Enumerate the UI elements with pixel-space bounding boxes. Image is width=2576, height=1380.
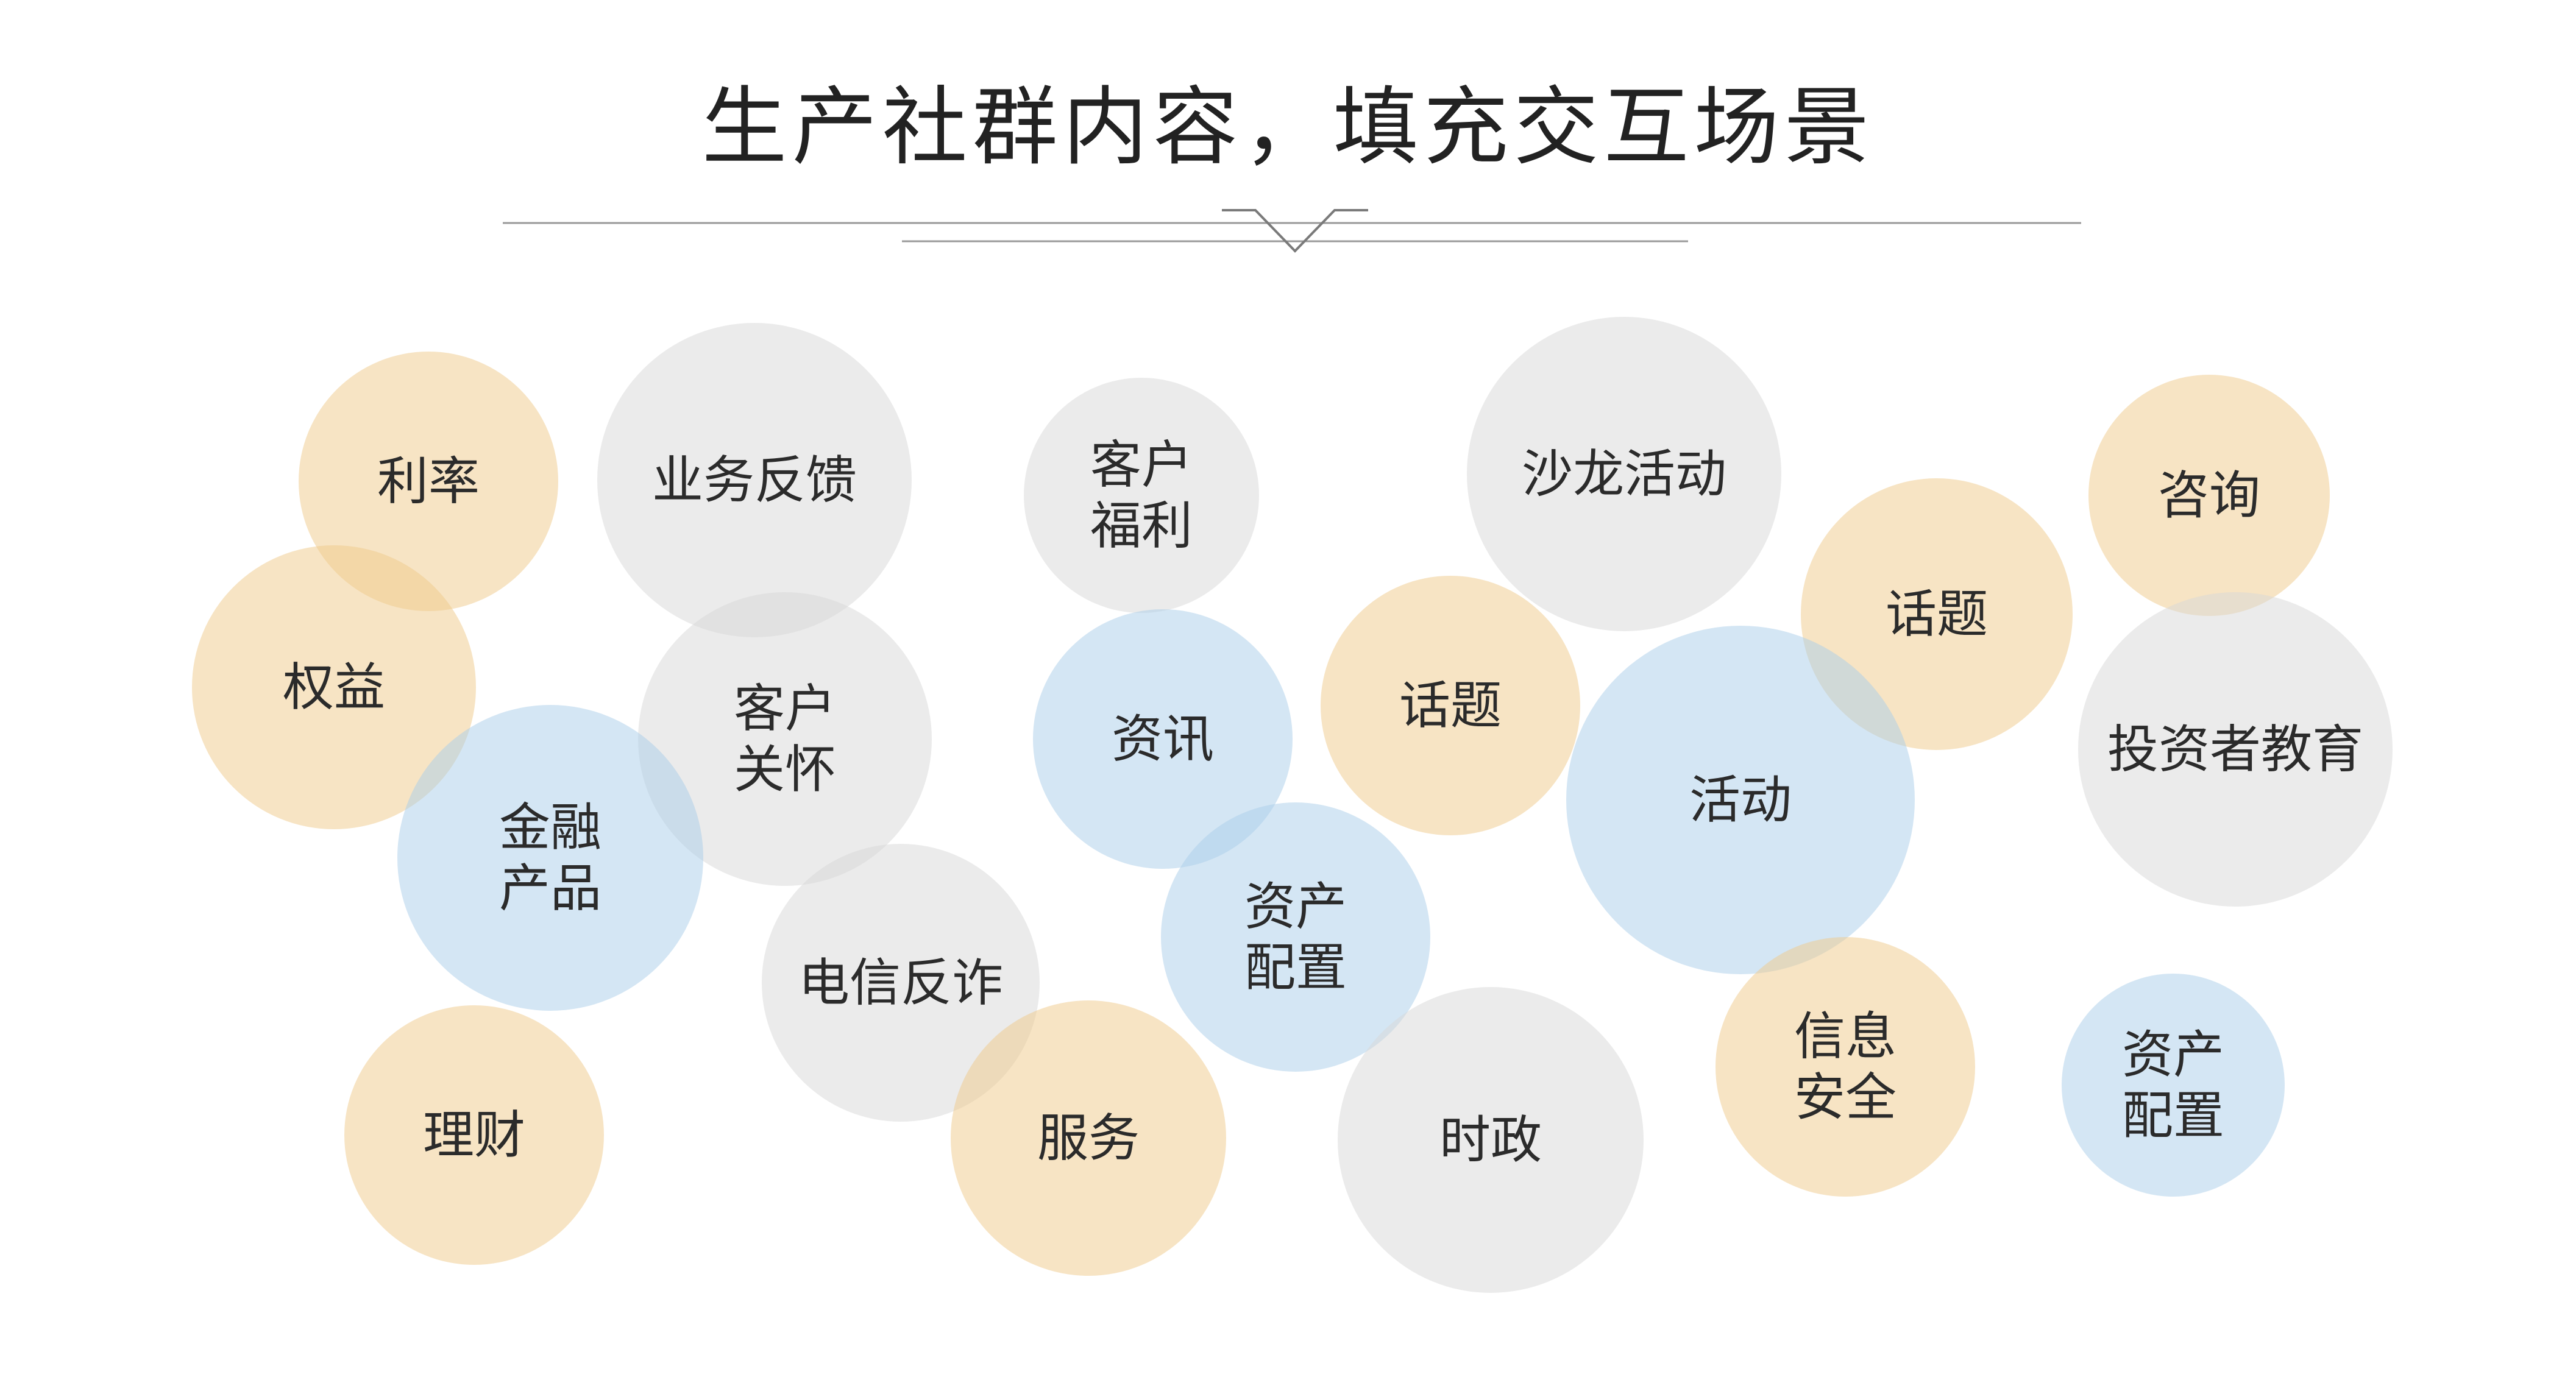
bubble-label: 电信反诈 <box>798 953 1003 1013</box>
divider-chevron-icon <box>1222 209 1368 253</box>
bubble-label: 活动 <box>1689 770 1792 830</box>
bubble: 金融 产品 <box>397 705 703 1011</box>
bubble-label: 话题 <box>1399 676 1502 735</box>
bubble: 活动 <box>1566 626 1915 974</box>
bubble-label: 资产 配置 <box>2121 1025 2224 1145</box>
bubble-label: 投资者教育 <box>2107 720 2363 779</box>
bubble: 沙龙活动 <box>1467 317 1781 631</box>
bubble-label: 利率 <box>377 451 480 511</box>
bubble-label: 资讯 <box>1111 709 1214 769</box>
bubble: 资产 配置 <box>2062 974 2285 1197</box>
bubble: 话题 <box>1321 576 1580 835</box>
bubble-label: 业务反馈 <box>651 450 857 510</box>
bubble-label: 信息 安全 <box>1794 1007 1897 1127</box>
bubble-label: 理财 <box>422 1105 525 1165</box>
bubble-label: 权益 <box>282 657 385 717</box>
bubble-label: 沙龙活动 <box>1521 444 1726 504</box>
bubble-label: 客户 关怀 <box>733 679 836 799</box>
bubble-label: 话题 <box>1885 584 1988 644</box>
bubble: 投资者教育 <box>2078 592 2393 907</box>
bubble: 咨询 <box>2088 375 2330 616</box>
bubble: 客户 福利 <box>1024 378 1259 613</box>
bubble: 服务 <box>951 1000 1226 1276</box>
page-title: 生产社群内容，填充交互场景 <box>701 78 1875 177</box>
bubble: 资产 配置 <box>1161 802 1430 1072</box>
bubble: 时政 <box>1338 987 1644 1293</box>
bubble-label: 金融 产品 <box>499 798 601 918</box>
bubble-label: 服务 <box>1037 1108 1140 1168</box>
bubble-label: 咨询 <box>2157 465 2260 525</box>
bubble-label: 客户 福利 <box>1090 435 1193 556</box>
bubble: 信息 安全 <box>1716 937 1975 1197</box>
bubble-label: 时政 <box>1439 1110 1542 1170</box>
bubble: 理财 <box>344 1005 604 1265</box>
bubble: 业务反馈 <box>597 323 912 637</box>
bubble-label: 资产 配置 <box>1244 877 1347 997</box>
